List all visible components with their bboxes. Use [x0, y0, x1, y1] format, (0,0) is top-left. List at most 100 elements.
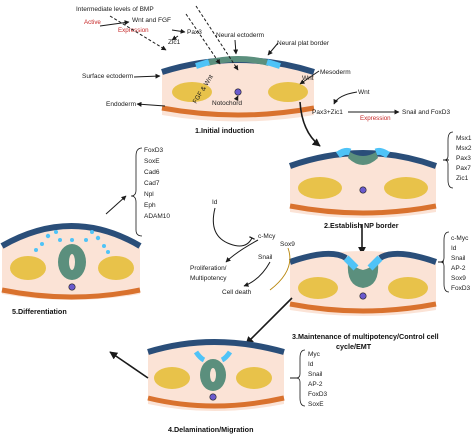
stage2-gene-list: Msx1 Msx2 Pax3 Pax7 Zic1: [456, 135, 472, 182]
stage5-gene-3: Cad6: [144, 169, 160, 176]
stage4-nc-left: [193, 350, 206, 363]
stage1-mesoderm-left: [172, 82, 212, 102]
stage3-mesoderm-right: [388, 277, 428, 299]
stage1-border-right: [266, 59, 281, 69]
stage4-embryo: [147, 339, 285, 411]
stage5-gene-6: Eph: [144, 202, 156, 209]
stage2-border-right: [374, 147, 391, 158]
stage3-notochord: [359, 292, 367, 300]
stage2-neural-plate: [348, 152, 378, 165]
stage5-gene-4: Cad7: [144, 180, 160, 187]
notochord-label: Notochord: [212, 100, 242, 107]
stage4-lumen: [210, 368, 216, 382]
reg-expression-label: Expression: [360, 115, 391, 122]
stage2-gene-3: Pax3: [456, 155, 471, 162]
stage3-ectoderm: [289, 250, 437, 265]
arrow-3-to-4: [245, 297, 293, 345]
stage4-caption: 4.Delamination/Migration: [168, 425, 253, 434]
stage3-gene-1: c-Myc: [451, 235, 469, 242]
stage5-bracket: [130, 147, 143, 237]
c-myc-network: Id c-Mcy Sox9 Snail Proliferation/ Multi…: [190, 199, 295, 296]
stage1-mesoderm-right: [268, 82, 308, 102]
reg-snail-foxd3-label: Snail and FoxD3: [402, 109, 450, 116]
stage3-gene-list: c-Myc Id Snail AP-2 Sox9 FoxD3: [451, 235, 471, 292]
stage1-caption: 1.Initial induction: [195, 126, 254, 135]
endoderm-label: Endoderm: [106, 101, 136, 108]
pax3-label-top: Pax3: [187, 29, 202, 36]
network-prolif-line2: Multipotency: [190, 275, 227, 282]
network-cell-death-label: Cell death: [222, 289, 252, 296]
stage3-embryo: [289, 250, 437, 316]
stage4-bracket: [295, 349, 306, 407]
stage2-embryo: [288, 147, 438, 218]
stage5-migrating-cells: [34, 230, 110, 254]
stage2-endoderm: [289, 203, 437, 216]
stage3-gene-2: Id: [451, 245, 457, 252]
stage4-mesoderm-left: [154, 367, 190, 389]
stage1-notochord: [234, 88, 242, 96]
stage4-gene-2: Id: [308, 361, 314, 368]
stage3-gene-3: Snail: [451, 255, 466, 262]
stage3-endoderm: [289, 301, 437, 314]
stage2-gene-1: Msx1: [456, 135, 472, 142]
network-snail-label: Snail: [258, 254, 273, 261]
wnt-fgf-label: Wnt and FGF: [132, 17, 171, 24]
stage2-border-left: [335, 147, 352, 158]
stage5-gene-2: SoxE: [144, 158, 160, 165]
active-label: Active: [84, 19, 101, 26]
stage4-mesoderm-right: [236, 367, 272, 389]
stage4-gene-1: Myc: [308, 351, 321, 358]
stage2-interior: [290, 153, 436, 218]
network-sox9-label: Sox9: [280, 241, 295, 248]
arrow-4-to-5: [109, 351, 149, 379]
stage4-endoderm: [147, 395, 285, 409]
stage2-gene-4: Pax7: [456, 165, 471, 172]
stage5-lumen: [69, 254, 75, 270]
network-id-label: Id: [212, 199, 218, 206]
stage4-ectoderm: [147, 339, 285, 355]
stage1-neural-plate: [206, 56, 270, 66]
stage3-caption-line2: cycle/EMT: [336, 342, 372, 351]
stage5-notochord: [68, 283, 76, 291]
neural-ectoderm-label: Neural ectoderm: [216, 32, 264, 39]
regulation-network: Wnt Pax3+Zic1 Expression Snail and FoxD3: [299, 89, 450, 147]
stage3-mesoderm-left: [298, 277, 338, 299]
stage2-gene-5: Zic1: [456, 175, 469, 182]
stage3-border-left: [343, 255, 359, 271]
stage3-gene-5: Sox9: [451, 275, 466, 282]
stage2-bracket: [443, 131, 454, 189]
stage5-embryo: [0, 223, 142, 300]
stage3-caption-line1: 3.Maintenance of multipotency/Control ce…: [292, 332, 439, 341]
stage4-gene-6: SoxE: [308, 401, 324, 408]
stage2-notochord: [359, 186, 367, 194]
network-cmcy-label: c-Mcy: [258, 233, 276, 240]
stage3-gene-4: AP-2: [451, 265, 466, 272]
surface-ectoderm-label: Surface ectoderm: [82, 73, 133, 80]
stage3-border-right: [367, 255, 383, 271]
stage5-gene-7: ADAM10: [144, 213, 170, 220]
stage4-gene-5: FoxD3: [308, 391, 328, 398]
stage1-endoderm: [161, 105, 315, 118]
stage3-bracket: [439, 231, 450, 293]
reg-wnt-label: Wnt: [358, 89, 370, 96]
stage4-gene-list: Myc Id Snail AP-2 FoxD3 SoxE: [308, 351, 328, 408]
stage4-gene-3: Snail: [308, 371, 323, 378]
stage2-mesoderm-left: [298, 177, 342, 199]
stage3-gene-6: FoxD3: [451, 285, 471, 292]
reg-pax3-zic1-label: Pax3+Zic1: [312, 109, 343, 116]
stage2-mesoderm-right: [384, 177, 428, 199]
zic1-label-top: Zic1: [168, 39, 181, 46]
stage5-gene-1: FoxD3: [144, 147, 164, 154]
stage1-border-left: [195, 59, 210, 69]
stage4-gene-4: AP-2: [308, 381, 323, 388]
stage1-arrows: [99, 5, 320, 107]
stage5-gene-5: Npl: [144, 191, 154, 198]
stage4-nc-right: [220, 350, 233, 363]
stage5-caption: 5.Differentiation: [12, 307, 67, 316]
stage4-notochord: [209, 393, 217, 401]
bmp-label: Intermediate levels of BMP: [76, 6, 154, 13]
sox9-curve: [269, 247, 291, 291]
stage5-endoderm: [1, 287, 141, 300]
stage2-ectoderm: [288, 150, 438, 169]
